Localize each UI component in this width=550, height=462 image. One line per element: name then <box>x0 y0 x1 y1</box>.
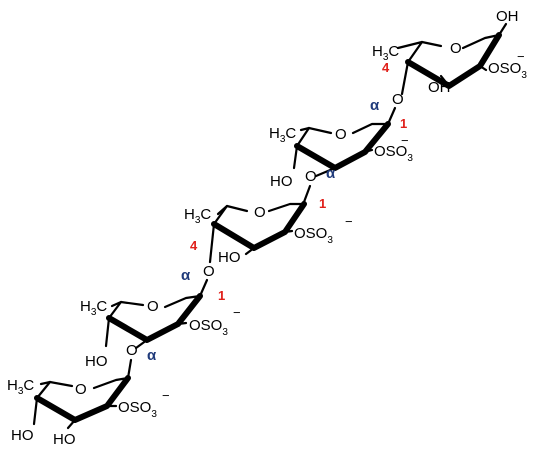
ring5-oh-4-label: HO <box>11 427 34 444</box>
ring1-oh-label: OH <box>496 8 519 25</box>
ring3-methyl-label: H3C <box>184 206 211 226</box>
ring4-sulfate-charge: − <box>233 305 241 320</box>
ring3-position-4: 4 <box>190 238 198 253</box>
fucose-ring-1 <box>396 22 508 96</box>
ring5-oh-3-label: HO <box>53 431 76 448</box>
link4-alpha-label: α <box>147 347 157 364</box>
ring4-methyl-label: H3C <box>80 298 107 318</box>
ring4-position-1: 1 <box>218 288 225 303</box>
link3-alpha-label: α <box>181 267 191 284</box>
ring1-oh-3-label: OH <box>428 79 451 96</box>
ring2-sulfate-charge: − <box>401 133 409 148</box>
ring3-oh-label: HO <box>218 249 241 266</box>
ring3-sulfate-charge: − <box>345 214 353 229</box>
link3-glycosidic-oxygen: O <box>203 263 215 280</box>
ring4-sulfate-label: OSO3 <box>189 317 228 338</box>
ring4-oh-label: HO <box>85 353 108 370</box>
link1-glycosidic-oxygen: O <box>392 91 404 108</box>
ring1-sulfate-label: OSO3 <box>488 60 527 81</box>
ring5-sulfate-label: OSO3 <box>118 399 157 420</box>
ring2-methyl-label: H3C <box>269 125 296 145</box>
ring3-ring-oxygen: O <box>254 204 266 221</box>
link2-glycosidic-oxygen: O <box>305 168 317 185</box>
ring3-sulfate-label: OSO3 <box>294 225 333 246</box>
fucose-ring-4 <box>104 293 203 350</box>
fucose-ring-2 <box>292 121 391 178</box>
ring2-sulfate-label: OSO3 <box>374 143 413 164</box>
ring5-sulfate-charge: − <box>162 388 170 403</box>
ring1-methyl-label: H3C <box>372 43 399 63</box>
fucose-ring-3 <box>208 201 307 264</box>
ring3-position-1: 1 <box>319 196 326 211</box>
ring2-ring-oxygen: O <box>335 126 347 143</box>
link4-glycosidic-oxygen: O <box>126 342 138 359</box>
ring2-position-1: 1 <box>400 116 407 131</box>
ring1-position-4: 4 <box>382 60 390 75</box>
ring2-oh-label: HO <box>270 173 293 190</box>
ring4-ring-oxygen: O <box>147 298 159 315</box>
ring1-ring-oxygen: O <box>450 40 462 57</box>
fucose-ring-5 <box>32 375 131 430</box>
link1-alpha-label: α <box>370 97 380 114</box>
ring5-ring-oxygen: O <box>75 381 87 398</box>
link2-alpha-label: α <box>326 165 336 182</box>
ring1-sulfate-charge: − <box>517 49 525 64</box>
ring5-methyl-label: H3C <box>7 377 34 397</box>
